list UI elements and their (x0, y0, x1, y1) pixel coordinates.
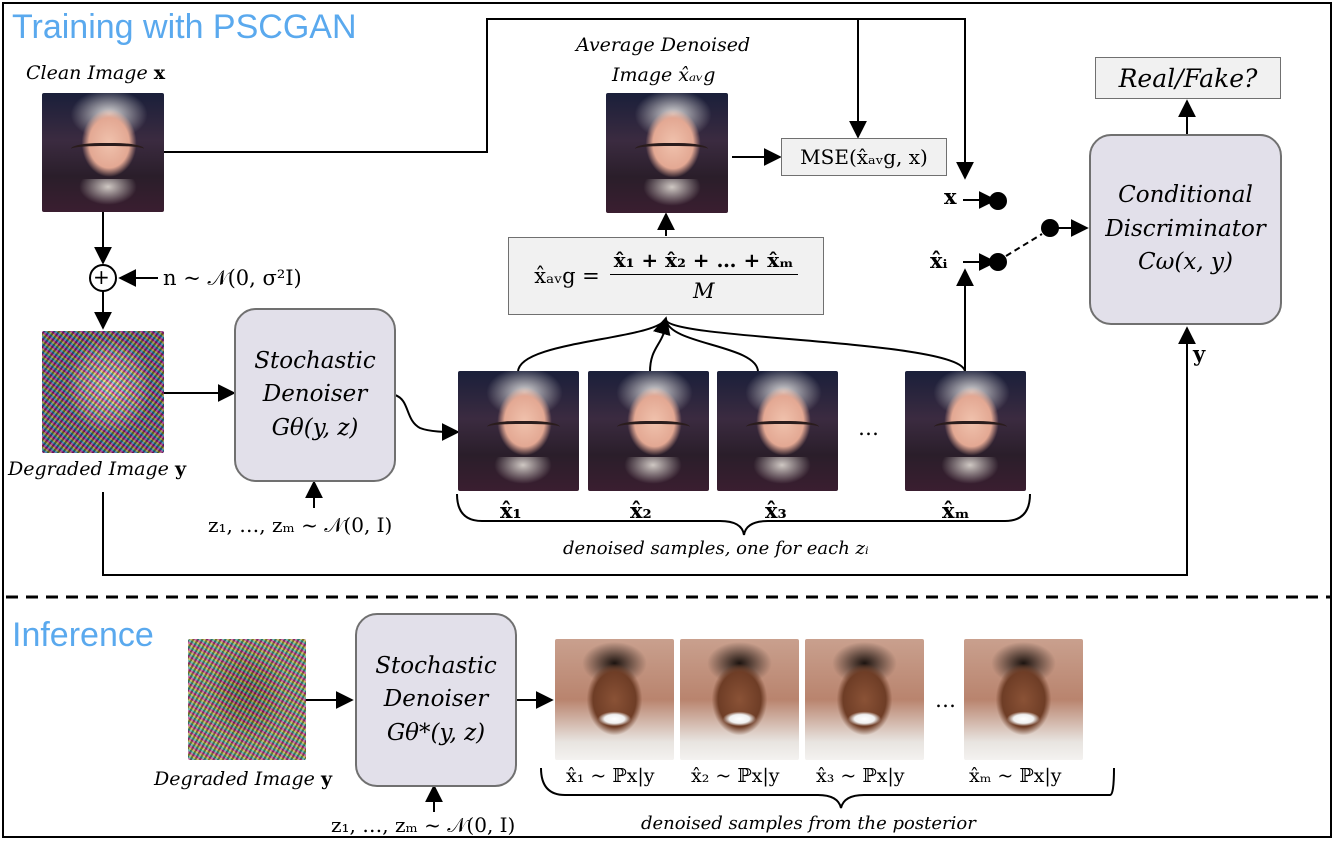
sample-label-1: x̂₁ (500, 498, 522, 523)
mse-box: MSE(x̂ₐᵥg, x) (781, 138, 947, 176)
avg-formula-lhs: x̂ₐᵥg = (534, 263, 600, 288)
inference-samples-caption: denoised samples from the posterior (641, 813, 976, 834)
avg-image-label-line2: Image x̂ₐᵥg (612, 64, 716, 86)
sample-image-m (905, 371, 1026, 491)
switch-dot-xi (989, 253, 1007, 271)
inference-z-expression: z₁, …, zₘ ~ 𝒩(0, I) (331, 813, 516, 837)
training-title: Training with PSCGAN (12, 8, 357, 46)
denoiser-line1: Stochastic (254, 347, 376, 374)
switch-dot-x (989, 192, 1007, 210)
brace-inference (540, 767, 1115, 809)
inf-denoiser-line3: Gθ*(y, z) (386, 719, 486, 746)
adder-plus: + (93, 265, 110, 289)
sample-image-3 (717, 371, 838, 491)
degraded-image (42, 331, 164, 453)
disc-line1: Conditional (1118, 182, 1253, 209)
inference-sample-label-1: x̂₁ ~ ℙx|y (566, 765, 655, 787)
z-expression: z₁, …, zₘ ~ 𝒩(0, I) (208, 513, 393, 537)
arrow-samples-to-avg (517, 316, 671, 373)
noise-expression: n ~ 𝒩(0, σ²I) (163, 266, 302, 290)
arrow-denoiser-to-samples (394, 394, 460, 441)
inference-sample-label-m: x̂ₘ ~ ℙx|y (969, 765, 1062, 787)
switch-dashed-link (1005, 233, 1043, 257)
inf-denoiser-line2: Denoiser (383, 686, 489, 713)
disc-input-xi: x̂ᵢ (930, 248, 948, 273)
inference-sample-1 (555, 639, 674, 760)
conditional-discriminator-box: Conditional Discriminator Cω(x, y) (1089, 134, 1282, 325)
adder-circle (89, 264, 117, 292)
avg-formula-denominator: M (692, 279, 715, 303)
inference-ellipsis: … (935, 688, 956, 712)
disc-input-x: x (944, 184, 957, 209)
stochastic-denoiser-box: Stochastic Denoiser Gθ(y, z) (234, 308, 396, 482)
inference-denoiser-box: Stochastic Denoiser Gθ*(y, z) (355, 613, 517, 787)
denoiser-line3: Gθ(y, z) (271, 414, 359, 441)
sample-image-1 (458, 371, 579, 491)
inference-sample-2 (680, 639, 799, 760)
real-fake-box: Real/Fake? (1095, 57, 1281, 99)
clean-image-label: Clean Image x (26, 62, 166, 84)
average-denoised-image (606, 93, 728, 213)
inf-denoiser-line1: Stochastic (375, 652, 497, 679)
sample-label-3: x̂₃ (765, 498, 787, 523)
samples-caption: denoised samples, one for each zᵢ (563, 538, 869, 559)
wire-clean-to-x-input (858, 18, 974, 180)
wire-degraded-to-disc (102, 326, 1196, 576)
brace-training (456, 493, 1031, 536)
disc-line2: Discriminator (1105, 215, 1266, 242)
arrow-clean-to-mse (164, 18, 867, 153)
sample-label-2: x̂₂ (630, 498, 652, 523)
denoiser-line2: Denoiser (262, 381, 368, 408)
switch-dot-output (1041, 219, 1059, 237)
sample-image-2 (588, 371, 709, 491)
inference-title: Inference (12, 616, 154, 654)
inference-degraded-image (188, 639, 306, 760)
average-formula-box: x̂ₐᵥg = x̂₁ + x̂₂ + … + x̂ₘ M (508, 237, 824, 315)
disc-input-y: y (1193, 341, 1206, 366)
samples-ellipsis: … (858, 416, 879, 440)
avg-formula-numerator: x̂₁ + x̂₂ + … + x̂ₘ (609, 250, 798, 275)
inference-sample-3 (805, 639, 924, 760)
inference-sample-label-3: x̂₃ ~ ℙx|y (816, 765, 905, 787)
avg-formula-fraction: x̂₁ + x̂₂ + … + x̂ₘ M (609, 250, 798, 303)
degraded-image-label: Degraded Image y (8, 458, 187, 480)
disc-line3: Cω(x, y) (1138, 249, 1233, 276)
avg-image-label-line1: Average Denoised (576, 34, 751, 56)
clean-image (42, 93, 164, 212)
sample-label-m: x̂ₘ (942, 498, 970, 523)
inference-degraded-label: Degraded Image y (154, 768, 333, 790)
inference-sample-label-2: x̂₂ ~ ℙx|y (691, 765, 780, 787)
inference-sample-m (964, 639, 1083, 760)
